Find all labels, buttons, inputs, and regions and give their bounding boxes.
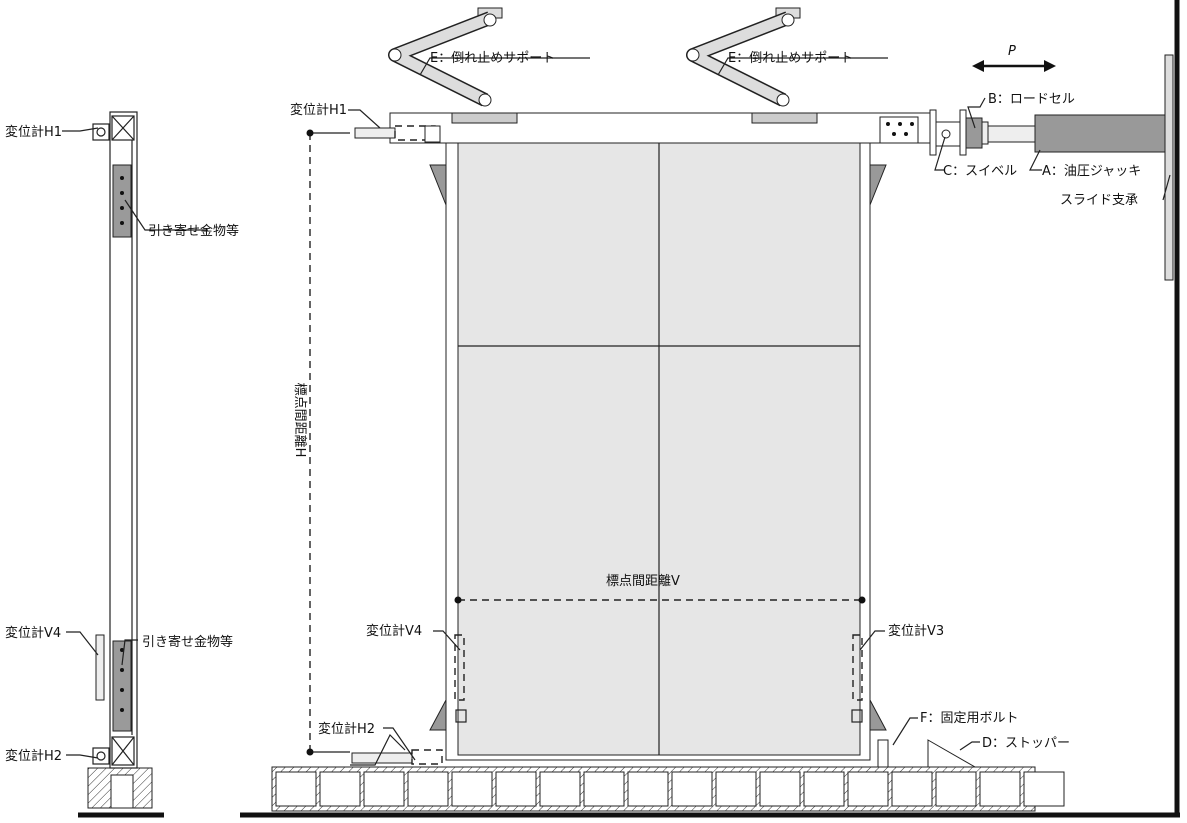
base-beam-cell bbox=[891, 771, 933, 807]
h1-gauge bbox=[354, 127, 396, 139]
gauge-length-v-label: 標点間距離V bbox=[606, 574, 680, 589]
base-beam-cell bbox=[451, 771, 493, 807]
swivel bbox=[935, 121, 961, 147]
side-holdown-bottom bbox=[112, 640, 132, 732]
tilt-support-right bbox=[686, 7, 801, 107]
base-beam-cell bbox=[275, 771, 317, 807]
slide-bearing bbox=[1164, 54, 1174, 281]
jack-label: A：油圧ジャッキ bbox=[1042, 164, 1141, 179]
side-holdown-bottom-label: 引き寄せ金物等 bbox=[142, 634, 233, 650]
base-beam-cell bbox=[539, 771, 581, 807]
base-beam-cell bbox=[319, 771, 361, 807]
support-right-label: E：倒れ止めサポート bbox=[728, 51, 853, 66]
stopper-label: D：ストッパー bbox=[982, 736, 1070, 751]
side-h1-label: 変位計H1 bbox=[5, 124, 62, 140]
base-beam-cell bbox=[935, 771, 977, 807]
base-beam-cell bbox=[627, 771, 669, 807]
base-beam-cell bbox=[803, 771, 845, 807]
side-v4-gauge bbox=[95, 634, 105, 701]
base-beam-cell bbox=[583, 771, 625, 807]
side-view: 変位計H1 引き寄せ金物等 変位計V4 引き寄せ金物等 変位計H2 bbox=[5, 111, 239, 818]
v3-front-label: 変位計V3 bbox=[888, 623, 944, 639]
side-top-block bbox=[111, 115, 135, 141]
side-bottom-block bbox=[111, 736, 135, 766]
base-beam-cell bbox=[363, 771, 405, 807]
v4-front-gauge bbox=[454, 634, 465, 701]
front-view: 標点間距離V E：倒れ止めサポート E：倒れ止めサポート bbox=[240, 0, 1180, 818]
base-beam-cell bbox=[715, 771, 757, 807]
base-beam-cell bbox=[847, 771, 889, 807]
hydraulic-jack bbox=[1034, 114, 1166, 153]
anchor-bolt-label: F：固定用ボルト bbox=[920, 711, 1018, 726]
h2-front-gauge bbox=[351, 752, 413, 764]
slide-bearing-label: スライド支承 bbox=[1060, 193, 1138, 208]
side-holdown-top-label: 引き寄せ金物等 bbox=[148, 223, 239, 239]
base-beam-cell bbox=[495, 771, 537, 807]
anchor-bolt bbox=[877, 739, 889, 768]
h2-front-label: 変位計H2 bbox=[318, 721, 375, 737]
load-cell-label: B：ロードセル bbox=[988, 92, 1075, 107]
base-beam-cell bbox=[1023, 771, 1065, 807]
load-cell bbox=[965, 117, 983, 149]
base-beam-cell bbox=[671, 771, 713, 807]
v4-front-label: 変位計V4 bbox=[366, 623, 422, 639]
swivel-label: C：スイベル bbox=[943, 164, 1017, 179]
side-v4-label: 変位計V4 bbox=[5, 625, 61, 641]
tilt-support-left bbox=[388, 7, 503, 107]
h1-front-label: 変位計H1 bbox=[290, 102, 347, 118]
side-h2-gauge bbox=[92, 747, 110, 765]
side-h1-gauge bbox=[92, 123, 110, 141]
v3-front-gauge bbox=[852, 634, 863, 701]
support-left-label: E：倒れ止めサポート bbox=[430, 51, 555, 66]
load-label-p: P bbox=[1008, 44, 1016, 59]
side-holdown-top bbox=[112, 164, 132, 238]
base-beam-cell bbox=[979, 771, 1021, 807]
side-h2-label: 変位計H2 bbox=[5, 748, 62, 764]
base-beam-cell bbox=[407, 771, 449, 807]
gauge-length-h-label: 標点間距離H bbox=[292, 383, 307, 458]
base-beam-cell bbox=[759, 771, 801, 807]
stopper bbox=[927, 739, 977, 768]
